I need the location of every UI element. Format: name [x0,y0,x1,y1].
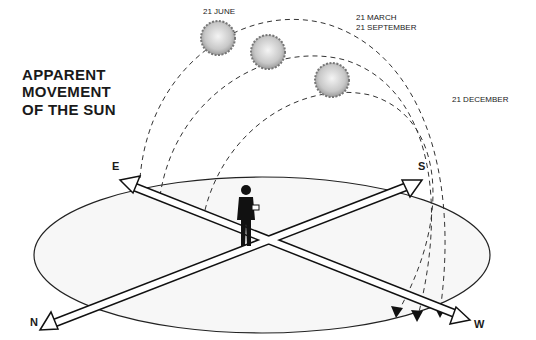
diagram-title: APPARENT MOVEMENT OF THE SUN [22,66,122,118]
date-label: 21 DECEMBER [452,96,508,105]
compass-letter: W [474,318,484,330]
horizon-plane [34,177,490,333]
compass-letter: S [418,160,425,172]
sun-symbols [201,21,349,97]
date-label: 21 MARCH [356,14,396,23]
observer-figure [237,185,259,246]
compass-letter: E [112,160,119,172]
compass-letter: N [30,316,38,328]
date-label: 21 JUNE [203,8,235,17]
date-label: 21 SEPTEMBER [356,24,416,33]
compass-arrows [40,176,470,330]
